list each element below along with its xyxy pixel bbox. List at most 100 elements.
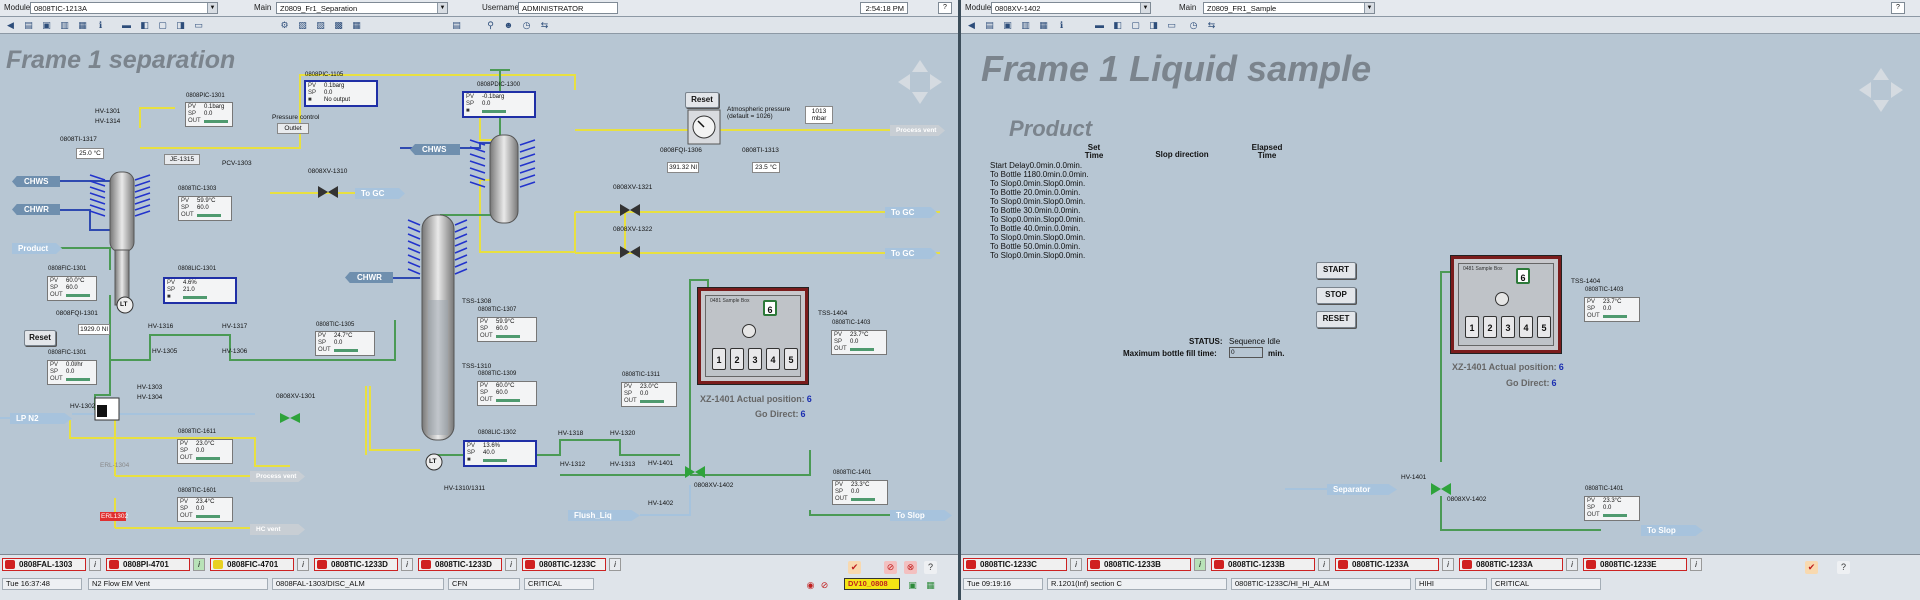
bottle-4[interactable]: 4 — [766, 348, 780, 370]
pane-icon[interactable]: ◨ — [176, 20, 185, 30]
chevron-down-icon[interactable]: ▼ — [1140, 3, 1150, 13]
faceplate-icon[interactable]: ▨ — [316, 20, 325, 30]
bottle-2[interactable]: 2 — [1483, 316, 1497, 338]
seq-set[interactable]: 0.0 — [1027, 224, 1039, 233]
module-select[interactable]: 0808TIC-1213A▼ — [30, 2, 218, 14]
bottle-2[interactable]: 2 — [730, 348, 744, 370]
separator-stream[interactable]: Separator — [1327, 484, 1397, 495]
max-fill-input[interactable]: 0 — [1229, 347, 1263, 358]
document-icon[interactable]: ▦ — [78, 20, 87, 30]
seq-set[interactable]: 0.0 — [1016, 197, 1028, 206]
seq-set[interactable]: 180.0 — [1027, 170, 1048, 179]
help-icon[interactable]: ? — [1837, 561, 1850, 574]
start-button[interactable]: START — [1316, 262, 1356, 279]
alarm-info-icon[interactable]: i — [1070, 558, 1082, 571]
main-select[interactable]: Z0809_Fr1_Separation▼ — [276, 2, 448, 14]
chwr-stream-2[interactable]: CHWR — [345, 272, 393, 283]
seq-set[interactable]: 0.0 — [1027, 242, 1039, 251]
chevron-down-icon[interactable]: ▼ — [207, 3, 217, 13]
chwr-stream-1[interactable]: CHWR — [12, 204, 60, 215]
question-icon[interactable]: ? — [938, 2, 952, 14]
chevron-down-icon[interactable]: ▼ — [437, 3, 447, 13]
to-gc-stream-1[interactable]: To GC — [355, 188, 405, 199]
bars-icon[interactable]: ▩ — [334, 20, 343, 30]
alarm-item[interactable]: 0808TIC-1233C — [963, 558, 1067, 571]
alarm-info-icon[interactable]: i — [1442, 558, 1454, 571]
seq-set[interactable]: 0.0 — [1027, 206, 1039, 215]
go-direct[interactable]: Go Direct:6 — [755, 409, 806, 419]
dv-indicator[interactable]: DV10_0808 — [844, 578, 900, 590]
to-slop-stream[interactable]: To Slop — [1641, 525, 1703, 536]
alarm-info-icon[interactable]: i — [89, 558, 101, 571]
flush-liq-stream[interactable]: Flush_Liq — [568, 510, 640, 521]
stop-icon[interactable]: ⊘ — [820, 580, 829, 590]
question-icon[interactable]: ? — [1891, 2, 1905, 14]
je1315-tag[interactable]: JE-1315 — [164, 154, 200, 165]
graphic-icon[interactable]: ◧ — [1113, 20, 1122, 30]
level-transmitter[interactable]: LT — [120, 301, 128, 308]
bottle-6[interactable]: 6 — [1516, 268, 1530, 284]
notes-icon[interactable]: ▤ — [452, 20, 461, 30]
seq-set[interactable]: 0.0 — [1016, 215, 1028, 224]
alarm-info-icon[interactable]: i — [505, 558, 517, 571]
reset-button[interactable]: RESET — [1316, 311, 1356, 328]
level-transmitter-2[interactable]: LT — [429, 458, 437, 465]
go-direct[interactable]: Go Direct:6 — [1506, 378, 1557, 388]
alarm-info-icon[interactable]: i — [1194, 558, 1206, 571]
chevron-down-icon[interactable]: ▼ — [1364, 3, 1374, 13]
alarm-info-icon[interactable]: i — [609, 558, 621, 571]
module-select[interactable]: 0808XV-1402▼ — [991, 2, 1151, 14]
alarm-info-icon[interactable]: i — [1690, 558, 1702, 571]
sequence-row[interactable]: To Slop0.0min.Slop0.0min. — [990, 197, 1312, 206]
document-icon[interactable]: ▦ — [1039, 20, 1048, 30]
print-icon[interactable]: ▤ — [24, 20, 33, 30]
back-icon[interactable]: ◀ — [968, 20, 975, 30]
bottle-3[interactable]: 3 — [1501, 316, 1515, 338]
acknowledge-icon[interactable]: ✔ — [848, 561, 861, 574]
block-icon[interactable]: ⊗ — [904, 561, 917, 574]
clock-icon[interactable]: ◷ — [1189, 20, 1198, 30]
silence-icon[interactable]: ⊘ — [884, 561, 897, 574]
info-icon[interactable]: ℹ — [98, 20, 103, 30]
seq-set[interactable]: 0.0 — [1029, 161, 1041, 170]
window-icon[interactable]: ▢ — [158, 20, 167, 30]
acknowledge-icon[interactable]: ✔ — [1805, 561, 1818, 574]
alarm-item[interactable]: 0808TIC-1233D — [314, 558, 398, 571]
main-select[interactable]: Z0809_FR1_Sample▼ — [1203, 2, 1375, 14]
display-icon[interactable]: ▣ — [1003, 20, 1012, 30]
lp-n2-stream[interactable]: LP N2 — [10, 413, 72, 424]
info-icon[interactable]: ℹ — [1059, 20, 1064, 30]
alarm-item[interactable]: 0808TIC-1233A — [1459, 558, 1563, 571]
bottle-4[interactable]: 4 — [1519, 316, 1533, 338]
display-icon[interactable]: ▣ — [42, 20, 51, 30]
screen-icon[interactable]: ▭ — [194, 20, 203, 30]
sequence-row[interactable]: To Bottle 20.0min.0.0min. — [990, 188, 1312, 197]
window-icon[interactable]: ▢ — [1131, 20, 1140, 30]
folder-icon[interactable]: ▬ — [1095, 20, 1104, 30]
bottle-5[interactable]: 5 — [784, 348, 798, 370]
screen-icon[interactable]: ▭ — [1167, 20, 1176, 30]
user-icon[interactable]: ☻ — [503, 20, 514, 30]
username-field[interactable]: ADMINISTRATOR — [518, 2, 618, 14]
clock-icon[interactable]: ◷ — [522, 20, 531, 30]
help-icon[interactable]: ? — [924, 561, 937, 574]
process-vent-stream-1[interactable]: Process vent — [890, 125, 945, 136]
grid-icon[interactable]: ▦ — [352, 20, 361, 30]
tool-icon[interactable]: ⚙ — [280, 20, 289, 30]
switch-icon[interactable]: ⇆ — [1207, 20, 1216, 30]
bottle-5[interactable]: 5 — [1537, 316, 1551, 338]
sequence-row[interactable]: To Slop0.0min.Slop0.0min. — [990, 215, 1312, 224]
alarm-item[interactable]: 0808TIC-1233B — [1087, 558, 1191, 571]
